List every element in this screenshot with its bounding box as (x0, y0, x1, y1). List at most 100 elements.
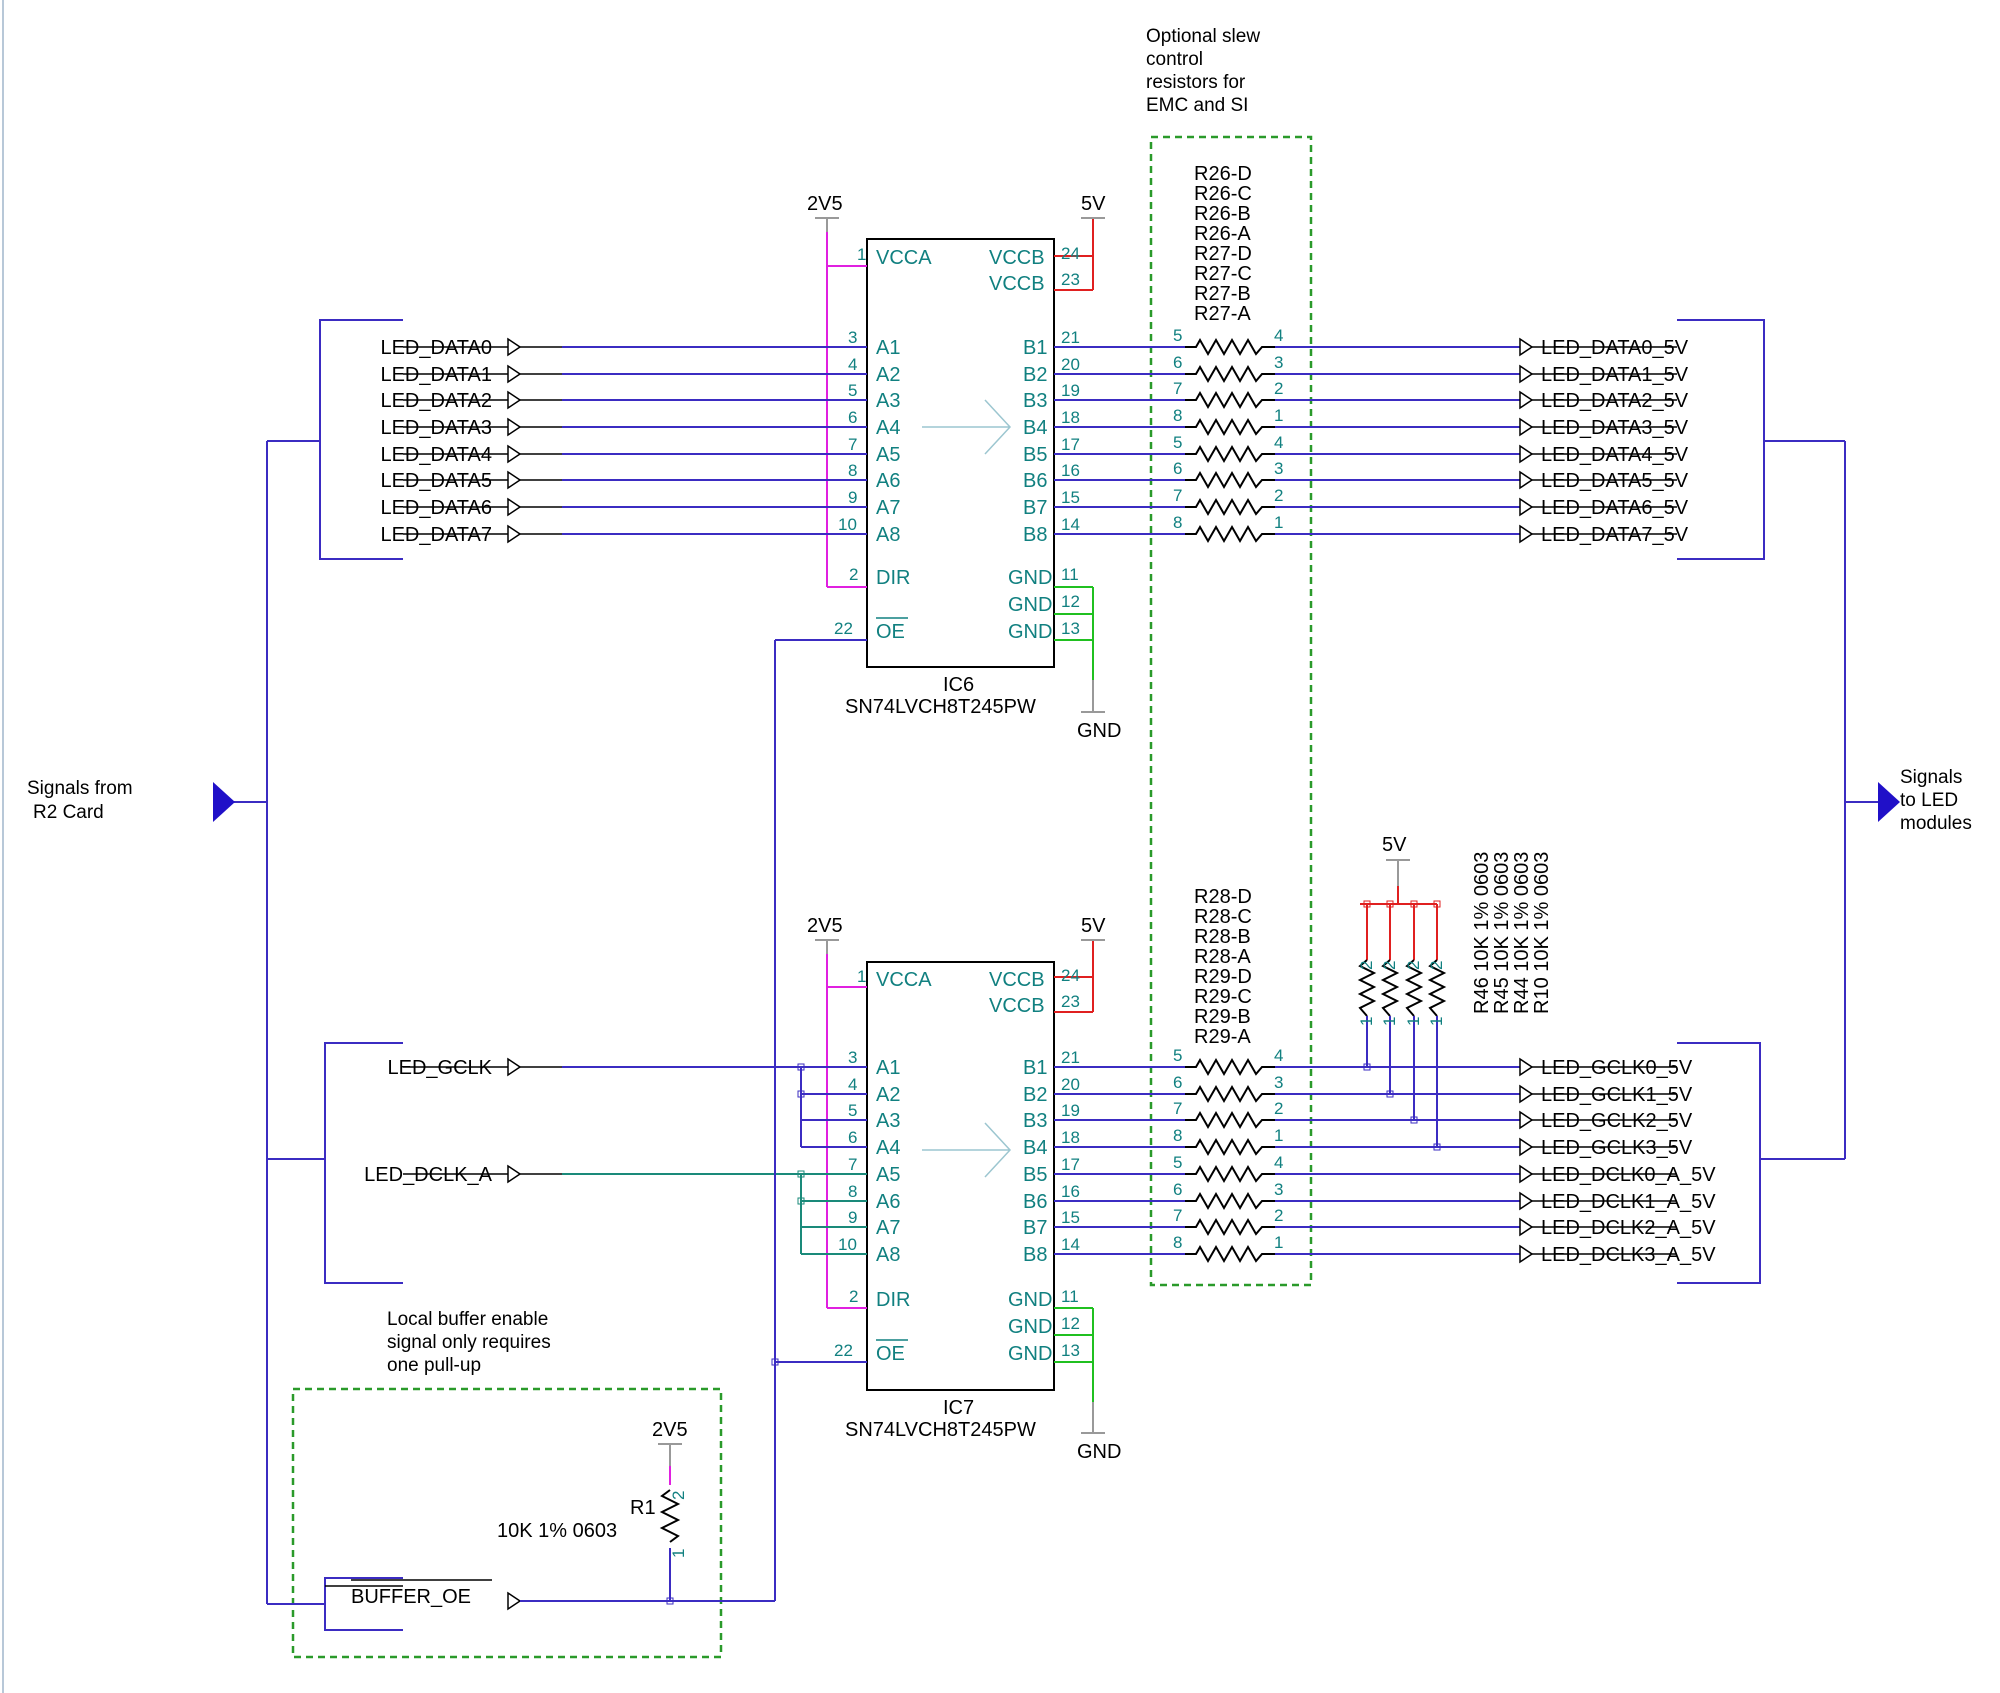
input-net-label: LED_DATA7 (380, 524, 492, 546)
output-port-icon (1519, 364, 1534, 384)
r1-value: 10K 1% 0603 (497, 1520, 617, 1542)
pullup-resistor (1380, 959, 1400, 1017)
pullup-label: R10 10K 1% 0603 (1531, 852, 1553, 1014)
pullup-junction (1410, 1116, 1418, 1124)
ic-pin-a-number: 9 (848, 488, 857, 507)
slew-refs-top: R26-D R26-C R26-B R26-A R27-D R27-C R27-… (1194, 163, 1252, 325)
input-net-label: LED_DATA5 (380, 470, 492, 492)
ic6-vcca-pin: 1 (857, 245, 866, 264)
input-net-label: LED_DCLK_A (364, 1164, 493, 1186)
pullup-junction (1386, 1090, 1394, 1098)
output-net-label: LED_DATA7_5V (1541, 524, 1689, 546)
ic6-rail-b: 5V (1081, 193, 1106, 215)
ic7-gnd-pin: 12 (1061, 1314, 1080, 1333)
ic-pin-a-label: A6 (876, 1191, 900, 1213)
ic6-oe-label: OE (876, 621, 905, 643)
ic-pin-a-number: 6 (848, 1128, 857, 1147)
ic-pin-b-number: 18 (1061, 1128, 1080, 1147)
ic7-gnd-pin: 11 (1061, 1287, 1079, 1306)
ic7-part: SN74LVCH8T245PW (845, 1419, 1036, 1441)
ic-pin-a-label: A8 (876, 1244, 900, 1266)
slew-resistor (1185, 417, 1275, 437)
pullup-pin-top: 2 (1380, 961, 1399, 970)
svg-text:EMC and SI: EMC and SI (1146, 95, 1248, 116)
ic7-vccb-pin: 23 (1061, 992, 1080, 1011)
ic7-vcca-label: VCCA (876, 969, 932, 991)
ic-pin-a-label: A2 (876, 364, 900, 386)
ic6-gnd-label: GND (1008, 567, 1052, 589)
ic-pin-b-number: 17 (1061, 435, 1080, 454)
ic-pin-b-label: B7 (1023, 497, 1047, 519)
ic-pin-a-number: 8 (848, 461, 857, 480)
output-net-label: LED_DATA4_5V (1541, 444, 1689, 466)
ic7-vcca-pin: 1 (857, 967, 866, 986)
pullup-resistor (1357, 959, 1377, 1017)
ic7: 2V5 5V GND VCCA 1 VCCB VCCB 24 23 DIR 2 … (775, 915, 1121, 1463)
pullup-junction (1363, 1063, 1371, 1071)
pullup-junction (1363, 900, 1371, 908)
ic7-body (866, 961, 1055, 1391)
slew-resistor (1185, 1057, 1275, 1077)
r1-pin-bottom: 1 (669, 1549, 688, 1558)
slew-res-pin-left: 6 (1173, 353, 1182, 372)
output-port-icon (1519, 1244, 1534, 1264)
slew-res-pin-right: 1 (1274, 513, 1283, 532)
pullup-rail: 5V (1382, 834, 1407, 856)
output-port-icon (1519, 497, 1534, 517)
output-port-icon (1519, 1057, 1534, 1077)
ic-pin-a-label: A2 (876, 1084, 900, 1106)
ic-pin-b-number: 14 (1061, 1235, 1080, 1254)
input-port-icon (507, 1164, 522, 1184)
svg-text:one pull-up: one pull-up (387, 1355, 481, 1376)
output-net-label: LED_DCLK3_A_5V (1541, 1244, 1716, 1266)
slew-res-pin-left: 7 (1173, 1099, 1182, 1118)
ic6-gnd-label: GND (1008, 594, 1052, 616)
bottom-input-wiring (562, 1063, 867, 1255)
ic6-dir-pin: 2 (849, 565, 858, 584)
slew-ref-bottom: R28-B (1194, 926, 1251, 948)
pullup-pin-bottom: 1 (1357, 1017, 1376, 1026)
slew-resistor (1185, 444, 1275, 464)
ic-pin-b-label: B6 (1023, 1191, 1047, 1213)
ic-pin-a-label: A5 (876, 444, 900, 466)
svg-text:signal only requires: signal only requires (387, 1332, 551, 1353)
slew-ref-top: R26-C (1194, 183, 1252, 205)
slew-ref-top: R27-D (1194, 243, 1252, 265)
r1-pin-top: 2 (669, 1491, 688, 1500)
ic-pin-a-label: A7 (876, 1217, 900, 1239)
ic-pin-a-number: 3 (848, 328, 857, 347)
slew-res-pin-left: 6 (1173, 459, 1182, 478)
slew-res-pin-right: 4 (1274, 1153, 1283, 1172)
pullup-pin-bottom: 1 (1404, 1017, 1423, 1026)
svg-text:control: control (1146, 49, 1203, 70)
pullup-pin-bottom: 1 (1380, 1017, 1399, 1026)
ic7-gnd-label: GND (1008, 1343, 1052, 1365)
slew-resistor (1185, 390, 1275, 410)
output-net-label: LED_GCLK2_5V (1541, 1110, 1693, 1132)
ic-pin-b-label: B3 (1023, 390, 1047, 412)
slew-resistor (1185, 497, 1275, 517)
output-port-icon (1519, 1110, 1534, 1130)
output-net-label: LED_DATA0_5V (1541, 337, 1689, 359)
slew-ref-bottom: R28-D (1194, 886, 1252, 908)
slew-ref-top: R26-A (1194, 223, 1251, 245)
input-port-icon (507, 497, 522, 517)
pullup-label: R44 10K 1% 0603 (1511, 852, 1533, 1014)
ic-pin-a-number: 4 (848, 355, 857, 374)
ic-pin-a-label: A3 (876, 1110, 900, 1132)
ic-pin-a-number: 3 (848, 1048, 857, 1067)
pullup-pin-bottom: 1 (1427, 1017, 1446, 1026)
ic-pin-a-number: 7 (848, 435, 857, 454)
input-net-label: LED_GCLK (388, 1057, 493, 1079)
ic-pin-b-label: B5 (1023, 444, 1047, 466)
output-net-label: LED_DCLK1_A_5V (1541, 1191, 1716, 1213)
ic7-rail-b: 5V (1081, 915, 1106, 937)
slew-resistor (1185, 1244, 1275, 1264)
output-net-label: LED_DCLK0_A_5V (1541, 1164, 1716, 1186)
buffer-note-line-1: Local buffer enable (387, 1309, 548, 1330)
svg-text:Signals: Signals (1900, 767, 1962, 788)
ic7-ref: IC7 (943, 1397, 974, 1419)
output-port-icon (1519, 1137, 1534, 1157)
ic7-dir-label: DIR (876, 1289, 910, 1311)
slew-resistor (1185, 1191, 1275, 1211)
